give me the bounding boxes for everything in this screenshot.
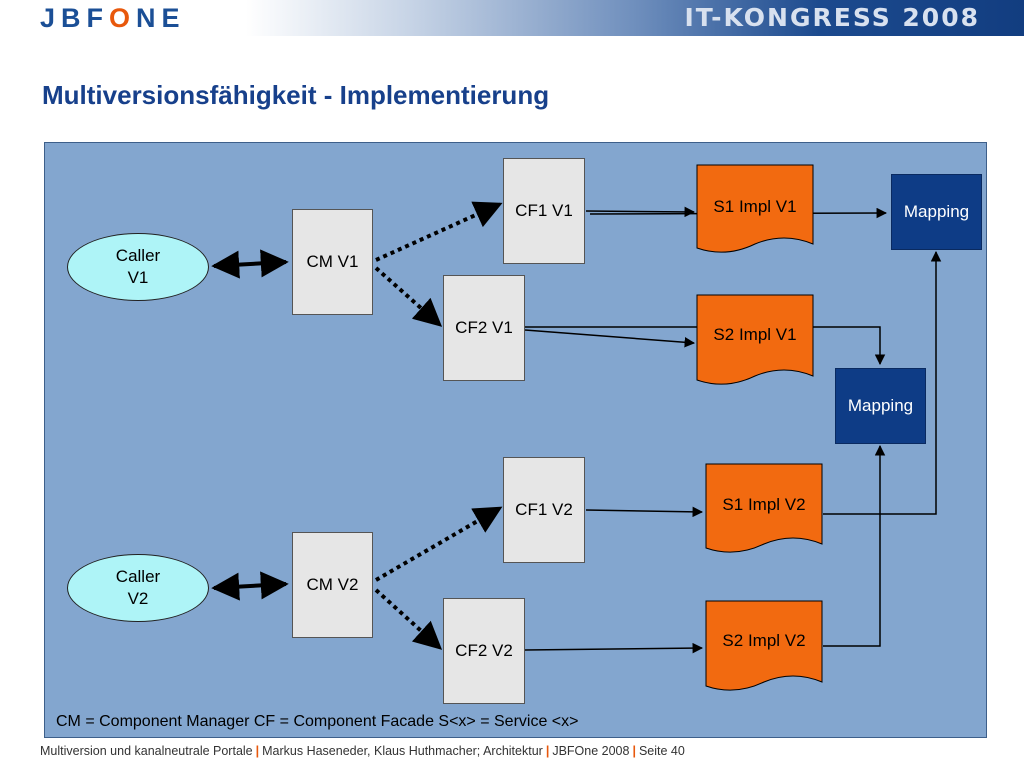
footer-separator: | [545, 744, 550, 758]
s2-impl-v2-label: S2 Impl V2 [722, 631, 805, 650]
s1-impl-v1-label: S1 Impl V1 [713, 197, 796, 216]
s1-impl-v1-doc: S1 Impl V1 [696, 164, 814, 253]
cm-v1-cf1-v1-link [375, 201, 503, 262]
cf1-v1-s1-v1-link [585, 206, 696, 218]
cf1-v2-s1-v2-link [585, 506, 704, 518]
mapping-box-2: Mapping [835, 368, 926, 444]
s2-v2-mapping2-link [823, 444, 886, 647]
s1-impl-v2-doc: S1 Impl V2 [705, 463, 823, 553]
footer: Multiversion und kanalneutrale Portale|M… [40, 744, 685, 758]
cm-v2-box: CM V2 [292, 532, 373, 638]
cm-v1-box: CM V1 [292, 209, 373, 315]
footer-separator: | [255, 744, 260, 758]
s2-impl-v1-label: S2 Impl V1 [713, 325, 796, 344]
mapping-box-1: Mapping [891, 174, 982, 250]
caller-v1-cm-v1-link [211, 249, 289, 279]
cm-v1-cf2-v1-link [374, 266, 443, 327]
s2-impl-v2-doc: S2 Impl V2 [705, 600, 823, 691]
s2-impl-v1-doc: S2 Impl V1 [696, 294, 814, 385]
footer-authors: Markus Haseneder, Klaus Huthmacher; Arch… [262, 744, 543, 758]
cf1-v1-box: CF1 V1 [503, 158, 585, 264]
cf2-v1-box: CF2 V1 [443, 275, 525, 381]
caller-v1: Caller V1 [67, 233, 209, 301]
slide-title: Multiversionsfähigkeit - Implementierung [42, 80, 550, 110]
caller-v1-line1: Caller [115, 246, 161, 265]
event-title: IT-KONGRESS 2008 [684, 3, 980, 32]
logo-text-right: NE [136, 3, 186, 33]
s1-impl-v2-label: S1 Impl V2 [722, 495, 805, 514]
footer-topic: Multiversion und kanalneutrale Portale [40, 744, 253, 758]
footer-separator: | [632, 744, 636, 758]
cf2-v2-box: CF2 V2 [443, 598, 525, 704]
footer-event: JBFOne 2008 [552, 744, 630, 758]
diagram-legend: CM = Component Manager CF = Component Fa… [56, 713, 579, 730]
caller-v2-line2: V2 [127, 589, 149, 608]
cf2-v1-s2-v1-link [524, 329, 696, 348]
logo-text-o: O [109, 3, 137, 33]
logo-text-left: JBF [40, 3, 110, 33]
cm-v2-cf2-v2-link [374, 588, 443, 650]
caller-v2-cm-v2-link [211, 571, 289, 601]
footer-page: Seite 40 [638, 744, 685, 758]
caller-v2-line1: Caller [115, 567, 161, 586]
cf1-v2-box: CF1 V2 [503, 457, 585, 563]
jbfone-logo: JBFONE [40, 3, 186, 34]
cf2-v1-mapping2-link [525, 326, 886, 366]
caller-v2: Caller V2 [67, 554, 209, 622]
s1-v2-mapping1-link [823, 250, 942, 515]
cf2-v2-s2-v2-link [524, 642, 704, 654]
header-banner: JBFONE IT-KONGRESS 2008 [0, 0, 1024, 36]
caller-v1-line2: V1 [127, 268, 149, 287]
